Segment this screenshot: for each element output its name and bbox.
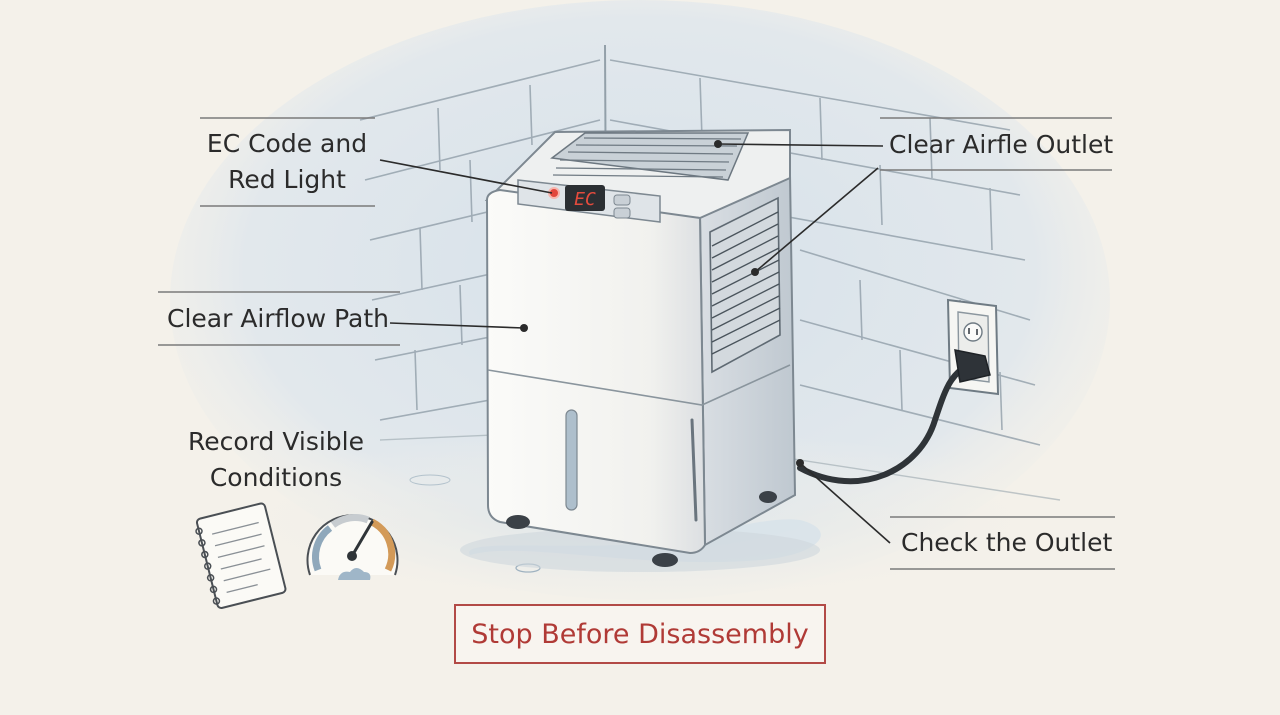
ec-display-code: EC xyxy=(574,189,596,210)
dehumidifier-unit xyxy=(460,128,820,572)
callout-lines xyxy=(158,117,1115,570)
notebook-icon xyxy=(195,502,287,609)
callout-check-outlet-label: Check the Outlet xyxy=(901,528,1113,557)
stop-warning-box: Stop Before Disassembly xyxy=(454,604,826,664)
callout-dots xyxy=(520,140,804,467)
callout-airfle-outlet-label: Clear Airfle Outlet xyxy=(889,130,1114,159)
callout-ec-code-line2: Red Light xyxy=(228,165,346,194)
ec-display xyxy=(565,185,605,211)
callout-record-conditions-label: Record Visible Conditions xyxy=(180,424,372,496)
control-button xyxy=(613,207,631,219)
power-plug-icon xyxy=(797,349,991,485)
callout-ec-code-line1: EC Code and xyxy=(206,129,368,158)
callout-record-line2: Conditions xyxy=(209,463,343,492)
callout-airflow-path-label: Clear Airflow Path xyxy=(167,304,390,333)
control-button xyxy=(613,194,631,206)
stop-warning-text: Stop Before Disassembly xyxy=(471,618,809,650)
power-outlet-icon xyxy=(946,298,1000,396)
callout-record-line1: Record Visible xyxy=(188,427,364,456)
callout-ec-code-label: EC Code and Red Light xyxy=(196,126,378,198)
gauge-icon xyxy=(306,514,399,580)
